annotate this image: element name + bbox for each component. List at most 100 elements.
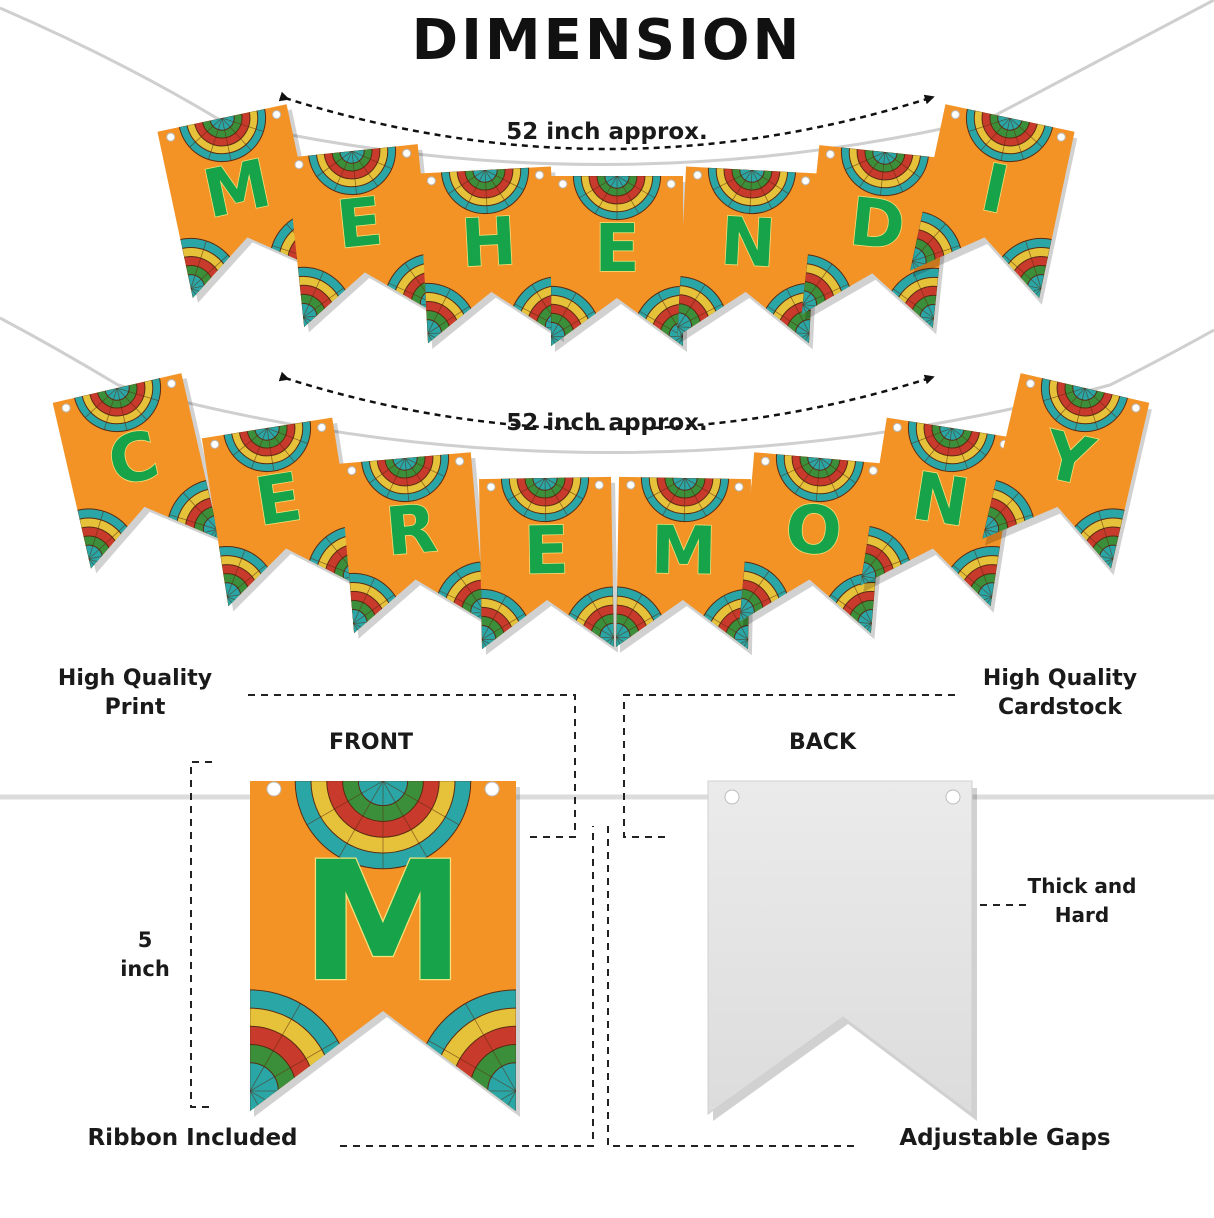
banner1-flag-2-hole-right [534,170,544,180]
banner1-flag-1-hole-left [294,160,304,170]
front-flag-0-hole-left [266,781,282,797]
banner1-string [0,0,1214,166]
banner2-flag-6-hole-left [892,422,902,432]
banner2-flag-2-hole-left [347,466,357,476]
banner2-flag-4-top-mandala-icon [640,476,730,523]
banner1-flag-4-hole-left [693,170,703,180]
front-flag-0-top-mandala-icon [294,781,472,870]
banner1-flag-4-decoration [677,166,818,344]
banner1-flag-2-hole-left [426,176,436,186]
banner2-flag-7-hole-right [1131,403,1141,413]
banner1-length-label: 52 inch approx. [506,119,708,145]
banner2-flag-4-hole-left [626,480,636,490]
banner1-flag-4-hole-right [801,176,811,186]
banner2-flag-4: M [616,476,755,656]
ribbon-leader-line [340,826,594,1147]
page-title: DIMENSION [411,8,803,73]
banner1-flag-3-letter: E [594,210,639,287]
banner1-ribbon [0,0,1214,166]
banner2-flag-4-hole-right [734,482,744,492]
banner2-flag-7-decoration [982,373,1150,569]
banner2-flag-3-hole-left [486,482,496,492]
back-flag [707,780,977,1121]
banner2-length-arrow [278,371,935,431]
banner1-flag-4-top-mandala-icon [707,166,797,215]
height-dimension-line [190,761,212,1108]
banner2-flag-5-letter: O [782,490,845,572]
banner2-flag-3-hole-right [594,480,604,490]
banner1-flag-0-hole-right [272,110,282,120]
banner2-flag-0-hole-right [167,379,177,389]
cardstock-leader-line [623,694,955,838]
banner1-flag-6-hole-right [1056,132,1066,142]
banner1-flag-1-hole-right [402,148,412,158]
back-flag-hole-right [945,789,961,805]
back-flag-hole-left [724,789,740,805]
banner2-flag-7-hole-left [1025,379,1035,389]
banner2-flag-1-hole-right [317,422,327,432]
banner2-flag-5-hole-right [868,466,878,476]
print-label-line2: Print [104,695,166,720]
banner2-flag-6: N [860,417,1021,613]
print-label-line1: High Quality [57,666,213,691]
banner2-flag-5-top-mandala-icon [775,452,865,503]
ribbon-included-label: Ribbon Included [87,1125,298,1151]
cardstock-label-line2: Cardstock [998,695,1122,720]
high-quality-print-label: High Quality Print [30,664,240,722]
height-label-unit: inch [120,957,170,981]
banner1-flag-0-hole-left [166,132,176,142]
banner2-string [0,316,1214,454]
back-flag-body [707,780,973,1116]
front-flag-0-left-mandala-icon [250,989,352,1111]
banner2-flag-4-left-mandala-icon [616,586,667,650]
banner1-flag-3-hole-left [558,179,568,189]
banner2-flag-3-top-mandala-icon [500,476,590,523]
banner2-flag-0-hole-left [61,403,71,413]
thick-label-line2: Hard [1054,903,1110,927]
front-flag-0-decoration [250,781,516,1111]
banner1-flag-6-hole-left [950,110,960,120]
banner2-flag-4-letter: M [650,512,717,590]
banner1-flag-2-letter: H [459,203,518,283]
thick-label-line1: Thick and [1027,874,1137,898]
gaps-leader-line [607,826,860,1147]
banner2-flag-6-letter: N [907,457,974,542]
height-label: 5 inch [100,926,190,984]
banner1-flag-4: N [677,166,822,350]
banner2-length-label: 52 inch approx. [506,410,708,436]
banner2-flag-3: E [479,476,619,656]
banner2-ribbon [0,316,1214,454]
detail-section: M [0,694,1214,1147]
banner1-flag-2-top-mandala-icon [440,166,530,215]
height-label-value: 5 [137,928,153,952]
adjustable-gaps-label: Adjustable Gaps [899,1125,1111,1151]
banner2-flag-2-hole-right [455,456,465,466]
banner1-length-arrow [278,91,935,151]
banner1-flag-4-letter: N [719,203,778,283]
banner1-flag-5-letter: D [846,183,909,265]
banner2-flag-7-top-mandala-icon [1040,373,1130,433]
front-flag-0-letter: M [301,826,465,1018]
front-flag-0-right-mandala-icon [414,989,516,1111]
banner1-flag-1-letter: E [333,183,386,264]
front-flag-0: M [250,781,520,1117]
banner2-arrow-line [278,371,935,431]
banner1-flag-5-hole-left [825,149,835,159]
banner1-flag-3-hole-right [666,179,676,189]
front-flag-0-hole-right [484,781,500,797]
banner1-flag-6: I [910,104,1078,305]
banner1-flag-3-top-mandala-icon [572,176,662,221]
cardstock-label-line1: High Quality [982,666,1138,691]
thick-and-hard-label: Thick and Hard [1022,872,1142,930]
banner2-flag-3-left-mandala-icon [479,588,533,650]
banner2-flag-5-hole-left [760,456,770,466]
back-label: BACK [789,730,856,755]
banner2-flag-3-letter: E [523,512,569,590]
banner2-flag-7: Y [982,373,1152,576]
banner2-flag-2-letter: R [383,490,440,571]
front-label: FRONT [328,730,414,755]
